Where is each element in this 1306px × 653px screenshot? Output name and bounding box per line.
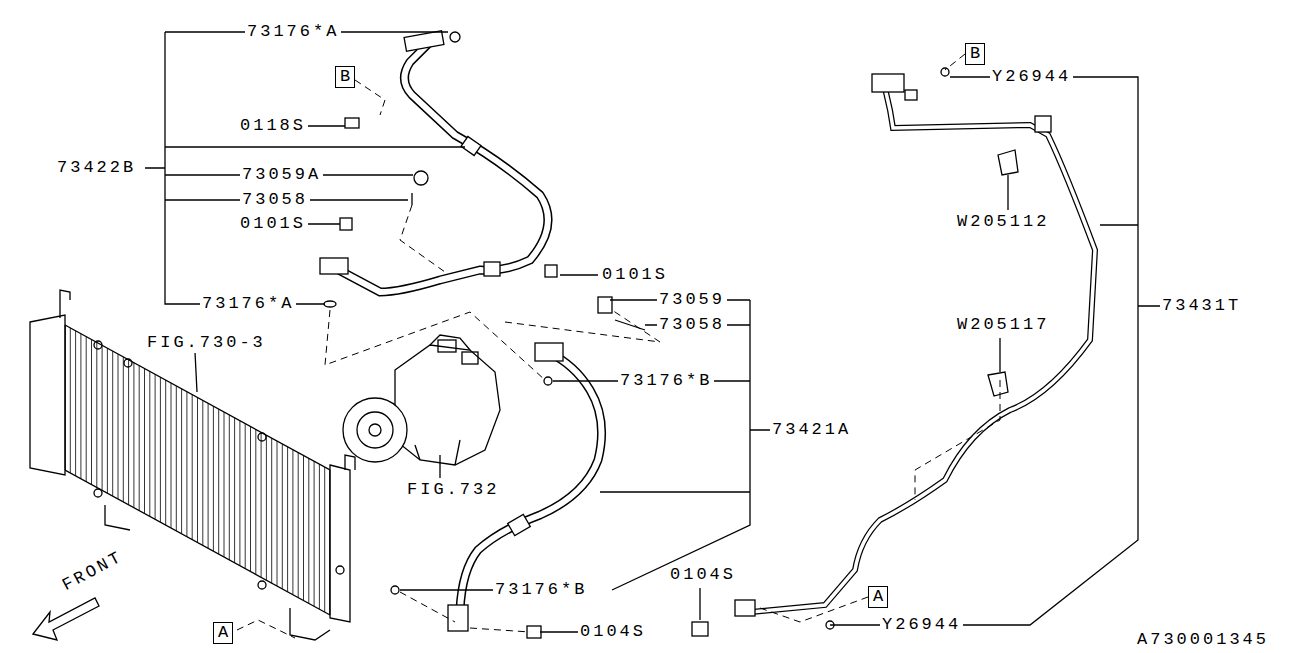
callout-number: Y26944: [990, 67, 1073, 87]
callout-number: 73059: [657, 290, 727, 310]
reference-box: A: [868, 586, 888, 608]
reference-letter: B: [970, 44, 980, 63]
callout-number: FIG.730-3: [145, 333, 268, 353]
callout-number: 73431T: [1160, 296, 1243, 316]
callout-number: 73058: [657, 315, 727, 335]
callout-number: A730001345: [1135, 630, 1271, 650]
callout-number: FRONT: [57, 546, 128, 597]
callout-number: Y26944: [880, 615, 963, 635]
reference-letter: A: [218, 623, 228, 642]
reference-letter: A: [873, 587, 883, 606]
callout-number: 73176*B: [618, 371, 714, 391]
reference-letter: B: [340, 67, 350, 86]
callout-number: W205112: [955, 212, 1051, 232]
reference-box: B: [965, 43, 985, 65]
callout-number: 0101S: [238, 214, 308, 234]
reference-box: B: [335, 66, 355, 88]
callout-number: 0118S: [238, 116, 308, 136]
callout-number: 0104S: [578, 622, 648, 642]
callout-number: W205117: [955, 315, 1051, 335]
reference-box: A: [213, 622, 233, 644]
callout-number: 73176*B: [493, 580, 589, 600]
callout-number: 73176*A: [245, 22, 341, 42]
callout-number: 0101S: [600, 265, 670, 285]
callout-number: 73422B: [55, 158, 138, 178]
callout-number: 73176*A: [200, 294, 296, 314]
callout-number: 73059A: [240, 165, 323, 185]
callout-number: 73058: [240, 190, 310, 210]
callout-number: 0104S: [668, 565, 738, 585]
callout-number: 73421A: [770, 420, 853, 440]
callout-number: FIG.732: [405, 480, 501, 500]
